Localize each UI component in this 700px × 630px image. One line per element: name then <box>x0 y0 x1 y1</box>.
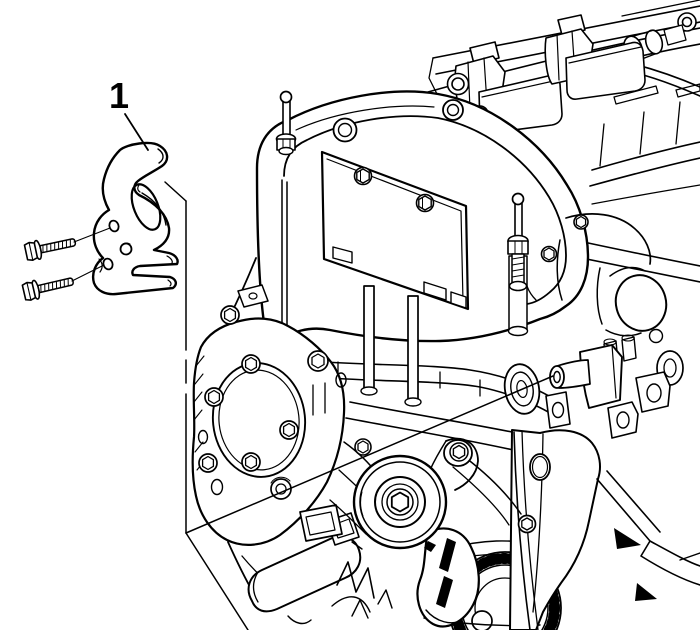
stud-hole <box>553 370 561 384</box>
mounting-stud-center <box>507 192 529 337</box>
projection-lower-line <box>185 532 249 630</box>
belt-scribbles <box>331 561 393 619</box>
spark-plug-tubes <box>360 285 422 407</box>
tensioner-pulley <box>352 454 448 550</box>
location-leader-line <box>185 375 554 534</box>
bolt-upper <box>23 238 77 261</box>
belt-tensioner-arm <box>416 437 480 628</box>
bracket-mount-boss <box>545 344 639 439</box>
projection-corner-line <box>164 181 187 202</box>
callout-1-label: 1 <box>109 75 129 116</box>
part-1-bracket <box>91 141 179 296</box>
engine-assembly <box>191 0 700 630</box>
timing-chain-cover <box>191 284 347 546</box>
generator-bracket <box>452 429 700 630</box>
projection-lines <box>164 181 554 630</box>
bolt-leader-lines <box>71 227 111 282</box>
bolt-lower <box>21 277 74 301</box>
valve-cover-panel <box>320 150 470 311</box>
bracket-dimple <box>119 242 133 256</box>
callout-1: 1 <box>109 75 149 151</box>
mounting-stud-left <box>275 90 297 156</box>
cover-flange-bolts <box>540 214 589 263</box>
fuel-pipe <box>596 12 700 97</box>
bracket-slot <box>130 183 162 231</box>
water-outlet <box>556 213 684 413</box>
timing-cover-bolts <box>198 305 329 473</box>
panel-bolt-2 <box>415 193 435 213</box>
callout-1-leader <box>124 113 149 151</box>
panel-bolt-1 <box>353 166 373 186</box>
ignition-coil-2 <box>544 14 646 100</box>
